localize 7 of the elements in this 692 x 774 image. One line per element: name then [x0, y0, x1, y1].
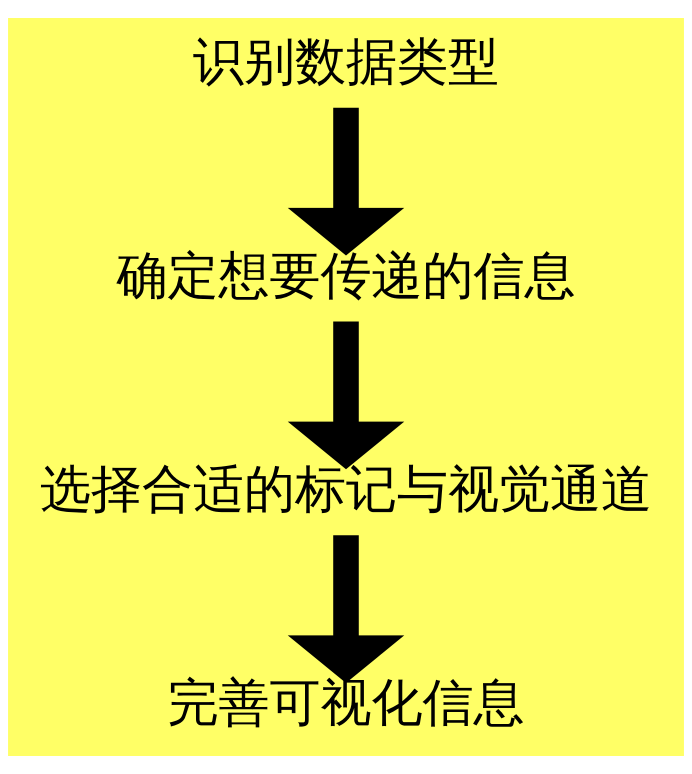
- node-text: 确定想要传递的信息: [116, 246, 576, 306]
- node-text: 选择合适的标记与视觉通道: [40, 460, 652, 520]
- arrow: [288, 321, 404, 470]
- arrow: [288, 535, 404, 683]
- node-text: 完善可视化信息: [168, 674, 524, 734]
- node-text: 识别数据类型: [193, 33, 499, 92]
- arrow: [288, 108, 404, 256]
